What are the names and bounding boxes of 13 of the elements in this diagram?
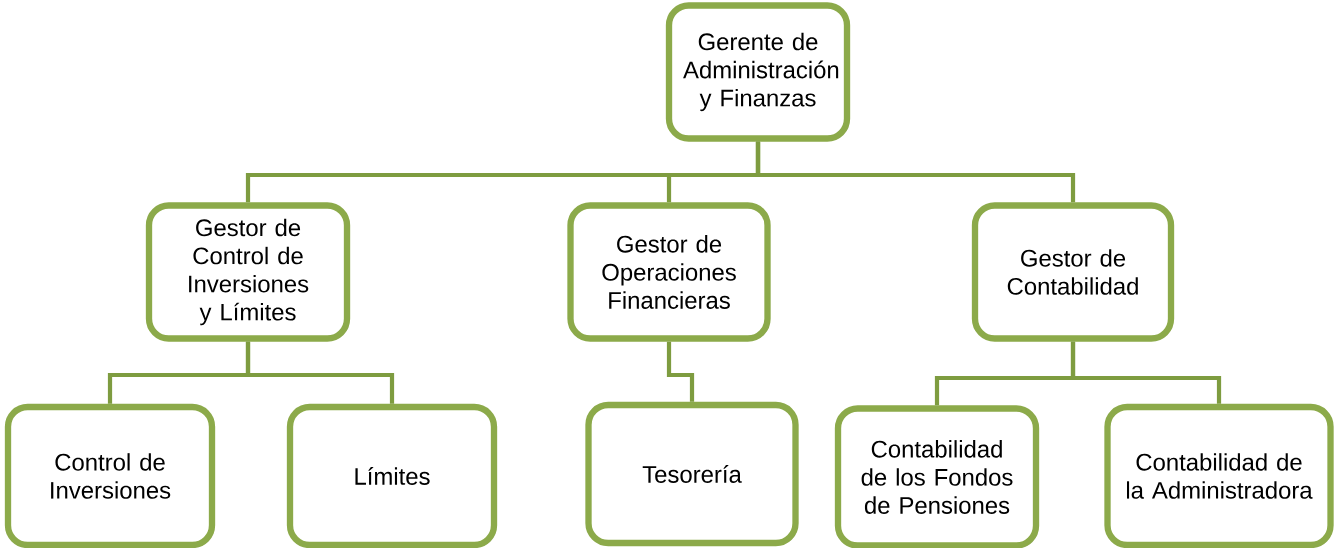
connector-line xyxy=(755,141,1076,203)
org-box: Gestor de Control de Inversiones y Límites xyxy=(145,202,351,342)
org-box: Contabilidad de los Fondos de Pensiones xyxy=(834,405,1040,548)
connector-line xyxy=(666,341,695,402)
org-box: Tesorería xyxy=(585,401,799,547)
org-box: Límites xyxy=(286,403,498,548)
connector-line xyxy=(1070,341,1222,404)
org-box: Control de Inversiones xyxy=(4,403,216,548)
connector-line xyxy=(245,341,395,404)
org-box: Contabilidad de la Administradora xyxy=(1104,403,1334,548)
org-box: Gestor de Operaciones Financieras xyxy=(567,202,771,342)
org-box: Gestor de Contabilidad xyxy=(971,202,1175,342)
org-box: Gerente de Administración y Finanzas xyxy=(665,2,851,142)
